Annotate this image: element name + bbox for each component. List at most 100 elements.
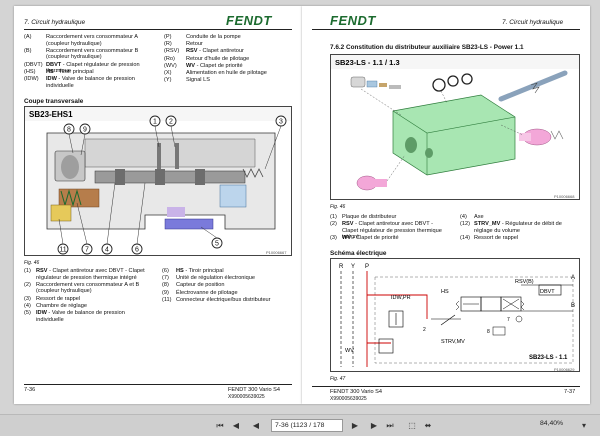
list-item-text: Raccordement vers consommateur A (couple… [46, 34, 138, 47]
exploded-view-figure: SB23-LS - 1.1 / 1.3 [330, 54, 580, 200]
port-a: A [571, 275, 575, 281]
list-item-term: IDW [46, 76, 57, 82]
footer-rule [24, 384, 292, 385]
svg-text:1: 1 [153, 119, 157, 126]
section-heading: 7.6.2 Constitution du distributeur auxil… [330, 44, 524, 51]
fig-label: SB23-EHS1 [29, 110, 73, 119]
list-item-code: (B) [24, 47, 32, 54]
list-item-term: STRV_MV [474, 221, 501, 228]
svg-text:9: 9 [83, 127, 87, 134]
svg-text:8: 8 [67, 127, 71, 134]
list-item-text: STRV_MV - Régulateur de débit de réglage… [474, 221, 562, 234]
last-page-icon[interactable]: ⏭ [386, 421, 394, 430]
label-wv: WV [345, 348, 354, 354]
svg-text:6: 6 [135, 247, 139, 254]
list-item-code: (12) [460, 221, 470, 228]
label-7: 7 [507, 317, 510, 323]
list-item-code: (Y) [164, 77, 172, 84]
fendt-logo: FENDT [330, 13, 376, 28]
list-item-text: Plaque de distributeur [342, 214, 397, 220]
cross-section-figure: SB23-EHS1 [24, 106, 292, 256]
footer-rule [312, 386, 580, 387]
list-item-code: (A) [24, 34, 32, 40]
zoom-dropdown-icon[interactable]: ▾ [581, 421, 586, 430]
label-8: 8 [487, 329, 490, 335]
port-y: Y [351, 264, 355, 270]
list-item: (3)Ressort de rappel [24, 296, 150, 303]
port-p: P [365, 264, 369, 270]
list-item-term: RSV [186, 48, 198, 55]
list-item-code: (HS) [24, 68, 36, 75]
list-item: (2)RSV - Clapet antiretour avec DBVT - C… [330, 221, 448, 241]
list-item: (14)Ressort de rappel [460, 235, 580, 242]
first-page-icon[interactable]: ⏮ [216, 421, 224, 430]
list-item-text: Chambre de réglage [36, 302, 87, 309]
list-item: (R)Retour [164, 41, 292, 48]
zoom-level[interactable]: 84,40% [540, 420, 564, 427]
footer-page-number: 7-36 [24, 387, 36, 393]
port-r: R [339, 264, 344, 270]
label-sb23: SB23-LS - 1.1 [529, 355, 568, 361]
list-item-text: Raccordement vers consommateur A et B (c… [36, 281, 140, 295]
next-page-icon[interactable]: ▶ [370, 421, 378, 430]
svg-text:3: 3 [279, 119, 283, 126]
fit-width-icon[interactable]: ⬌ [424, 421, 432, 430]
prev-view-icon[interactable]: ◀ [252, 421, 260, 430]
list-item-text: Capteur de position [176, 282, 225, 289]
list-item-code: (4) [24, 302, 31, 309]
list-item: (DBVT)DBVT - Clapet régulateur de pressi… [24, 62, 149, 75]
list-item-text: DBVT - Clapet régulateur de pression the… [46, 61, 140, 75]
right-section-title: 7. Circuit hydraulique [502, 19, 564, 26]
list-item-code: (RSV) [164, 48, 180, 55]
right-page: FENDT 7. Circuit hydraulique 7.6.2 Const… [302, 6, 590, 404]
list-item-code: (4) [460, 214, 467, 220]
list-item-code: (6) [162, 268, 169, 274]
list-item-code: (1) [330, 214, 337, 220]
footer-ref: X990005639025 [330, 396, 367, 402]
list-item-text: RSV - Clapet antiretour [186, 48, 244, 55]
list-item: (RSV) RSV - Clapet antiretour [164, 48, 292, 55]
viewer-toolbar: ⏮ ◀ ◀ 7-36 (1123 / 178 ▶ ▶ ⏭ ⬚ ⬌ 84,40% … [0, 414, 600, 436]
list-item: (4) Chambre de réglage [24, 303, 150, 310]
fig-code: P10006668 [554, 194, 575, 199]
footer-model: FENDT 300 Vario S4 [228, 387, 281, 393]
list-item: (IDW)IDW - Valve de balance de pression … [24, 76, 149, 89]
list-item-text: Ressort de rappel [36, 295, 81, 302]
list-item-term: DBVT [46, 61, 62, 68]
svg-text:4: 4 [105, 247, 109, 254]
list-item: (X)Alimentation en huile de pilotage [164, 70, 292, 77]
label-rsv: RSV(B) [515, 279, 534, 285]
label-idw: IDW,PR [391, 295, 411, 301]
header-rule [312, 29, 580, 30]
list-item-term: HS [176, 268, 184, 274]
list-item-text: Signal LS [186, 77, 210, 84]
list-item-term: WV [342, 235, 352, 241]
list-item-text: Axe [474, 214, 484, 220]
callout-circles: 8 9 1 2 3 11 7 4 6 5 [57, 115, 287, 255]
next-view-icon[interactable]: ▶ [351, 421, 359, 430]
footer-page-number: 7-37 [564, 389, 576, 395]
list-item: (8)Capteur de position [162, 282, 292, 289]
label-hs: HS [441, 289, 449, 295]
list-item: (Y) Signal LS [164, 77, 292, 84]
list-item-text: RSV - Clapet antiretour avec DBVT - Clap… [36, 268, 145, 281]
list-item-term: WV [186, 62, 196, 69]
footer-ref: X990005639025 [228, 394, 265, 400]
page-number-field[interactable]: 7-36 (1123 / 178 [271, 419, 343, 432]
list-item-text: Raccordement vers consommateur B (couple… [46, 47, 139, 61]
list-item-code: (R) [164, 41, 172, 48]
list-item-code: (WV) [164, 62, 177, 69]
list-item-term: HS [46, 68, 54, 75]
fit-page-icon[interactable]: ⬚ [408, 421, 416, 430]
list-item-text: WV - Clapet de priorité [342, 235, 399, 241]
label-strv: STRV,MV [441, 339, 465, 345]
schematic-fig-number: Fig. 47 [330, 376, 346, 382]
list-item-code: (14) [460, 235, 470, 241]
list-item-text: Connecteur électrique/bus distributeur [176, 296, 271, 303]
list-item-code: (IDW) [24, 76, 39, 82]
list-item: (P)Conduite de la pompe [164, 34, 292, 41]
list-item-term: RSV [342, 221, 354, 228]
prev-page-icon[interactable]: ◀ [232, 421, 240, 430]
list-item-code: (DBVT) [24, 61, 43, 68]
schematic-code: P10006629 [554, 367, 575, 372]
